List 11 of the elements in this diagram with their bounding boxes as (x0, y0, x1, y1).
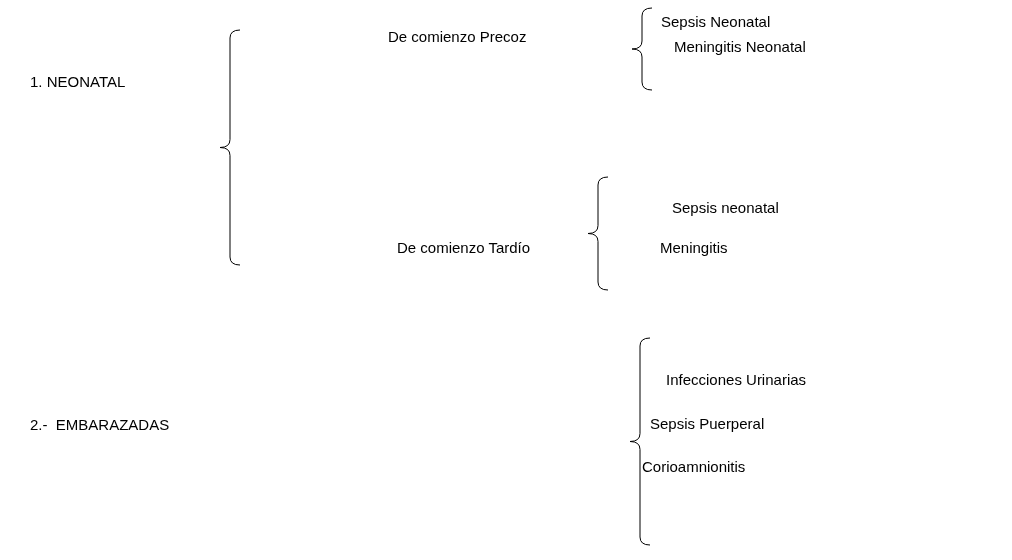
category-label: De comienzo Precoz (388, 28, 527, 46)
category-label: Sepsis Neonatal (661, 13, 771, 31)
category-label: Sepsis Puerperal (650, 415, 765, 433)
category-label: Sepsis neonatal (672, 199, 779, 217)
category-label: De comienzo Tardío (397, 239, 531, 257)
category-label: Meningitis Neonatal (674, 38, 806, 56)
category-label: 1. NEONATAL (30, 73, 126, 91)
category-label: Infecciones Urinarias (666, 371, 807, 389)
category-label: Corioamnionitis (642, 458, 746, 476)
category-label: 2.- EMBARAZADAS (30, 416, 170, 434)
category-label: Meningitis (660, 239, 728, 257)
